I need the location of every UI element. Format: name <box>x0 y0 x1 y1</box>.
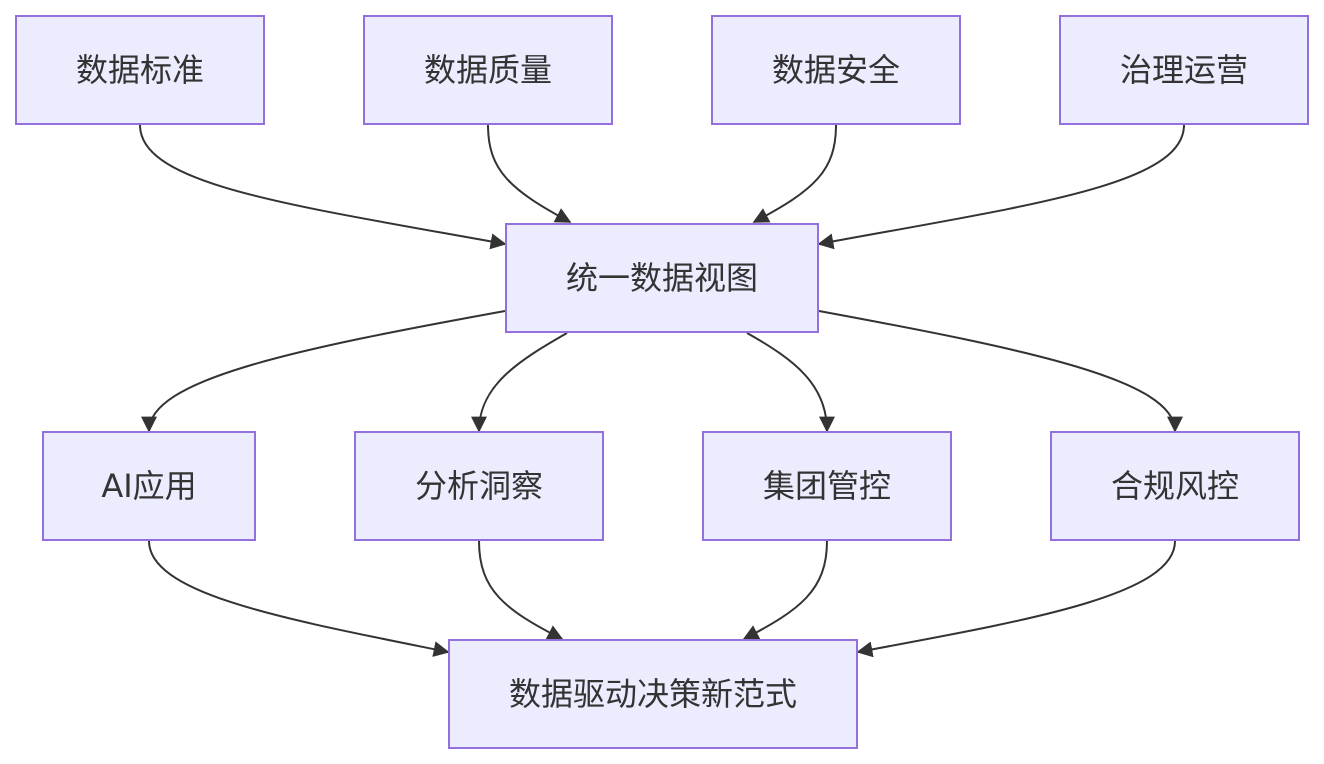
node-label: 数据安全 <box>771 51 900 89</box>
node-label: 集团管控 <box>762 467 891 505</box>
node-ai-application: AI应用 <box>42 431 256 541</box>
edge-n3-n5 <box>752 124 837 223</box>
edge-n4-n5 <box>817 124 1185 250</box>
node-label: AI应用 <box>101 467 197 505</box>
edge-n8-n10 <box>742 540 828 640</box>
node-unified-data-view: 统一数据视图 <box>505 223 819 333</box>
node-label: 分析洞察 <box>414 467 543 505</box>
node-analysis-insight: 分析洞察 <box>354 431 604 541</box>
node-label: 数据质量 <box>423 51 552 89</box>
node-data-quality: 数据质量 <box>363 15 613 125</box>
node-group-control: 集团管控 <box>702 431 952 541</box>
node-label: 统一数据视图 <box>565 259 758 297</box>
edge-n9-n10 <box>856 540 1176 658</box>
node-data-security: 数据安全 <box>711 15 961 125</box>
edge-n5-n7 <box>471 332 568 433</box>
edge-n5-n6 <box>141 310 506 433</box>
edge-n5-n9 <box>818 310 1183 433</box>
node-data-standard: 数据标准 <box>15 15 265 125</box>
node-label: 合规风控 <box>1110 467 1239 505</box>
node-label: 数据驱动决策新范式 <box>508 675 797 713</box>
edge-n1-n5 <box>139 124 507 250</box>
edge-n5-n8 <box>746 332 835 433</box>
node-data-driven-decision: 数据驱动决策新范式 <box>448 639 858 749</box>
edge-n6-n10 <box>148 540 450 657</box>
node-compliance-risk: 合规风控 <box>1050 431 1300 541</box>
edge-n7-n10 <box>478 540 564 640</box>
node-label: 治理运营 <box>1119 51 1248 89</box>
node-label: 数据标准 <box>75 51 204 89</box>
edge-n2-n5 <box>487 124 572 223</box>
node-governance-operations: 治理运营 <box>1059 15 1309 125</box>
